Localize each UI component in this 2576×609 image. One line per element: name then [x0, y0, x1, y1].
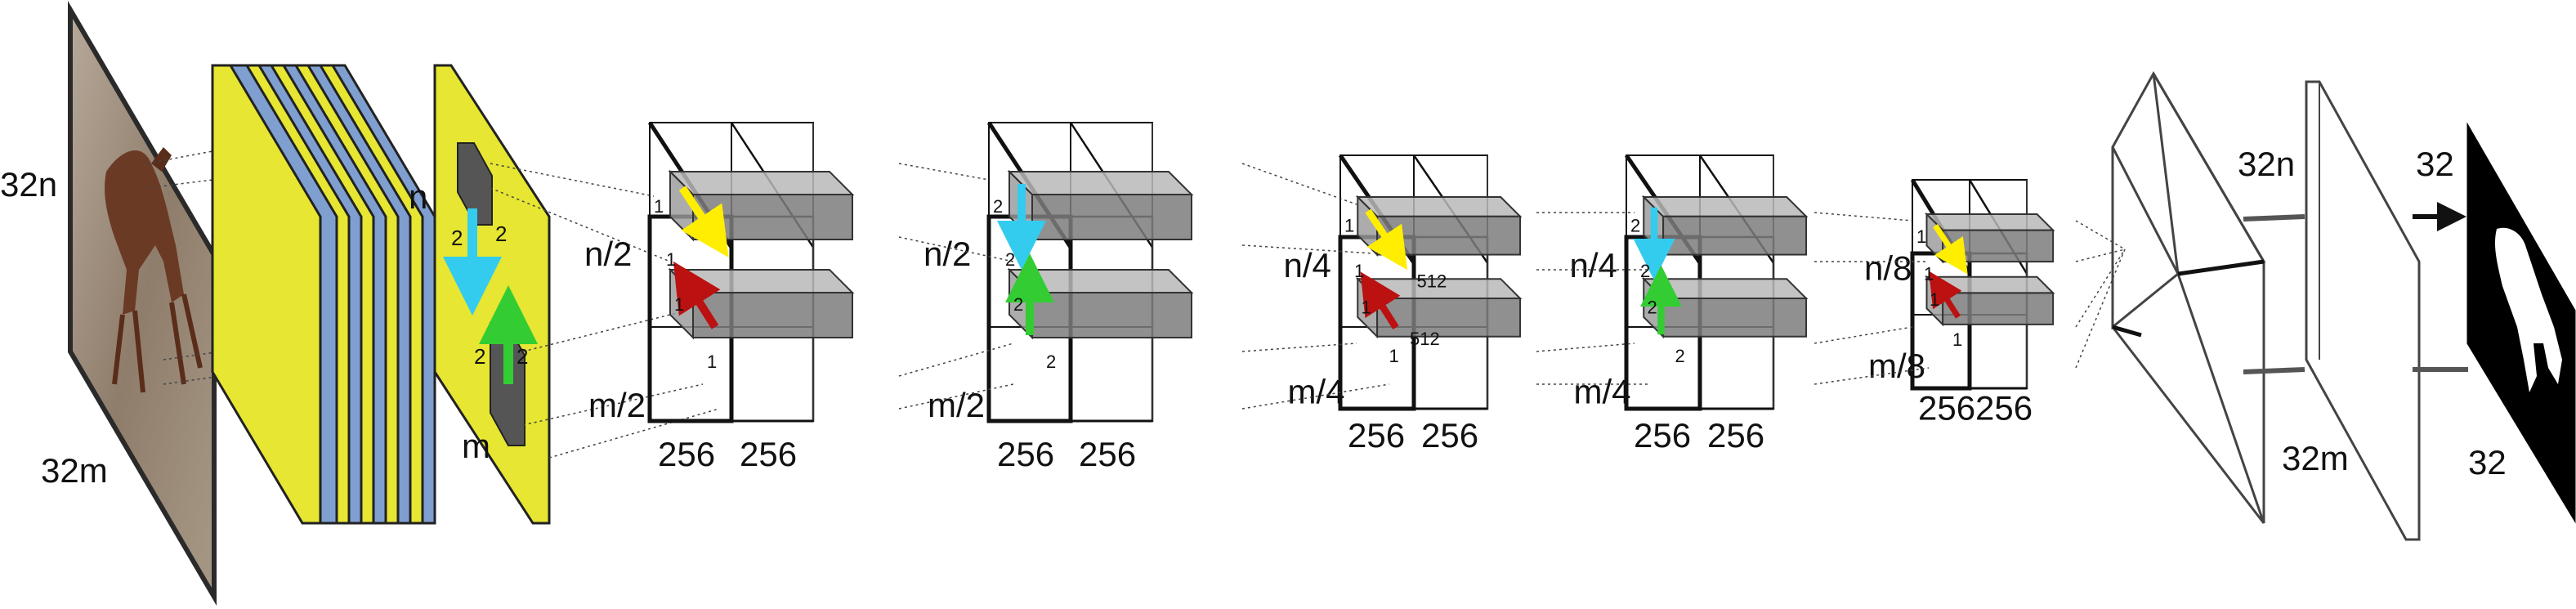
block-2: n/2 m/2 256 256 2 2 2 2	[924, 121, 1194, 473]
kernel-top-label: 2	[451, 226, 463, 250]
block-3-slab-top-front	[1376, 215, 1522, 256]
block-1-height-label: n/2	[584, 235, 632, 273]
block-1-channels-2: 256	[740, 435, 797, 473]
block-2-height-label: n/2	[924, 235, 971, 273]
block-1-kernel-top-2: 1	[666, 249, 676, 270]
upsampling-layer	[2111, 70, 2266, 524]
kernel-bottom-label-2: 2	[517, 344, 528, 369]
block-3-kernel-top-2: 1	[1354, 261, 1364, 281]
block-1-width-label: m/2	[588, 386, 646, 424]
block-5-slab-bottom-top	[1925, 275, 2055, 294]
block-3-kernel-bot-2: 1	[1389, 346, 1399, 366]
output-layer	[2305, 80, 2421, 541]
block-2-slab-bottom-front	[1031, 292, 1192, 338]
block-4-slab-bottom-front	[1662, 298, 1808, 338]
feature-map-height-label: n	[409, 177, 427, 216]
block-3-width-label: m/4	[1288, 373, 1345, 411]
block-5-height-label: n/8	[1864, 249, 1912, 288]
block-4-width-label: m/4	[1574, 373, 1631, 411]
block-1-slab-bottom-top	[668, 269, 855, 293]
block-5-width-label: m/8	[1868, 347, 1925, 385]
block-4-kernel-bot-1: 2	[1648, 298, 1657, 318]
block-2-kernel-top-2: 2	[1005, 249, 1015, 270]
block-3-height-label: n/4	[1284, 246, 1331, 284]
block-4-slab-top-top	[1641, 196, 1809, 217]
block-3-channels-2: 256	[1421, 416, 1478, 455]
block-2-channels-1: 256	[997, 435, 1054, 473]
block-4-kernel-bot-2: 2	[1675, 346, 1685, 366]
kernel-top-label-2: 2	[495, 222, 507, 246]
block-2-slab-top-top	[1007, 171, 1194, 195]
feature-map-width-label: m	[462, 427, 490, 465]
block-3-arrow-down	[1365, 208, 1408, 271]
block-5-kernel-top-1: 1	[1916, 226, 1926, 247]
block-5-kernel-bot-2: 1	[1952, 329, 1962, 350]
block-2-kernel-top-1: 2	[993, 196, 1003, 217]
block-1: n/2 m/2 256 256 1 1 1 1	[584, 121, 855, 473]
block-3-channels-1: 256	[1348, 416, 1405, 455]
block-5-kernel-bot-1: 1	[1930, 289, 1939, 310]
block-4-slab-top-front	[1662, 215, 1808, 256]
feature-stack	[211, 64, 436, 525]
block-5-channels-2: 256	[1975, 389, 2033, 428]
block-5-slab-bottom-front	[1942, 292, 2055, 325]
block-2-channels-2: 256	[1079, 435, 1136, 473]
block-4-height-label: n/4	[1570, 246, 1617, 284]
kernel-bottom-label: 2	[474, 344, 485, 369]
block-2-width-label: m/2	[928, 386, 985, 424]
feature-map	[433, 64, 551, 525]
input-image	[68, 0, 217, 607]
output-mask	[2466, 122, 2576, 524]
block-3-extra-1: 512	[1417, 271, 1447, 292]
block-4-slab-bottom-top	[1641, 278, 1809, 299]
block-1-arrow-down	[678, 186, 729, 257]
block-1-arrow-up	[673, 261, 721, 329]
connector-bottom	[2243, 367, 2305, 374]
block-1-kernel-top-1: 1	[654, 196, 664, 217]
block-3-extra-2: 512	[1410, 329, 1440, 349]
connector-top	[2243, 214, 2305, 222]
block-1-kernel-bot-1: 1	[674, 294, 684, 315]
block-2-kernel-bot-2: 2	[1046, 352, 1056, 372]
block-5-arrow-down	[1933, 224, 1968, 275]
output-height-label: 32n	[2238, 145, 2295, 183]
block-5-channels-1: 256	[1918, 389, 1975, 428]
block-3-kernel-bot-1: 1	[1362, 298, 1371, 318]
block-4-channels-2: 256	[1707, 416, 1764, 455]
block-5-arrow-up	[1929, 271, 1962, 319]
input-width-label: 32m	[41, 451, 108, 490]
block-2-kernel-bot-1: 2	[1013, 294, 1023, 315]
block-3-kernel-top-1: 1	[1344, 216, 1354, 236]
block-1-channels-1: 256	[658, 435, 715, 473]
input-height-label: 32n	[0, 165, 57, 204]
block-4-channels-1: 256	[1634, 416, 1691, 455]
block-3-slab-top-top	[1355, 196, 1523, 217]
mask-height-label: 32	[2416, 145, 2454, 183]
block-5-kernel-top-2: 1	[1924, 264, 1934, 284]
block-1-kernel-bot-2: 1	[707, 352, 717, 372]
block-2-slab-top-front	[1031, 194, 1192, 240]
fm-projection-lines	[490, 163, 720, 459]
block-3-slab-bottom-front	[1376, 298, 1522, 338]
block-1-slab-top-top	[668, 171, 855, 195]
mask-width-label: 32	[2468, 443, 2507, 481]
block-4-kernel-top-1: 2	[1630, 216, 1640, 236]
block-2-slab-bottom-top	[1007, 269, 1194, 293]
output-width-label: 32m	[2282, 439, 2349, 477]
block-projection-lines	[898, 163, 2126, 410]
block-4-kernel-top-2: 2	[1640, 261, 1650, 281]
block-1-slab-bottom-front	[692, 292, 853, 338]
block-5-slab-top-top	[1925, 213, 2055, 231]
block-3-arrow-up	[1360, 271, 1401, 329]
